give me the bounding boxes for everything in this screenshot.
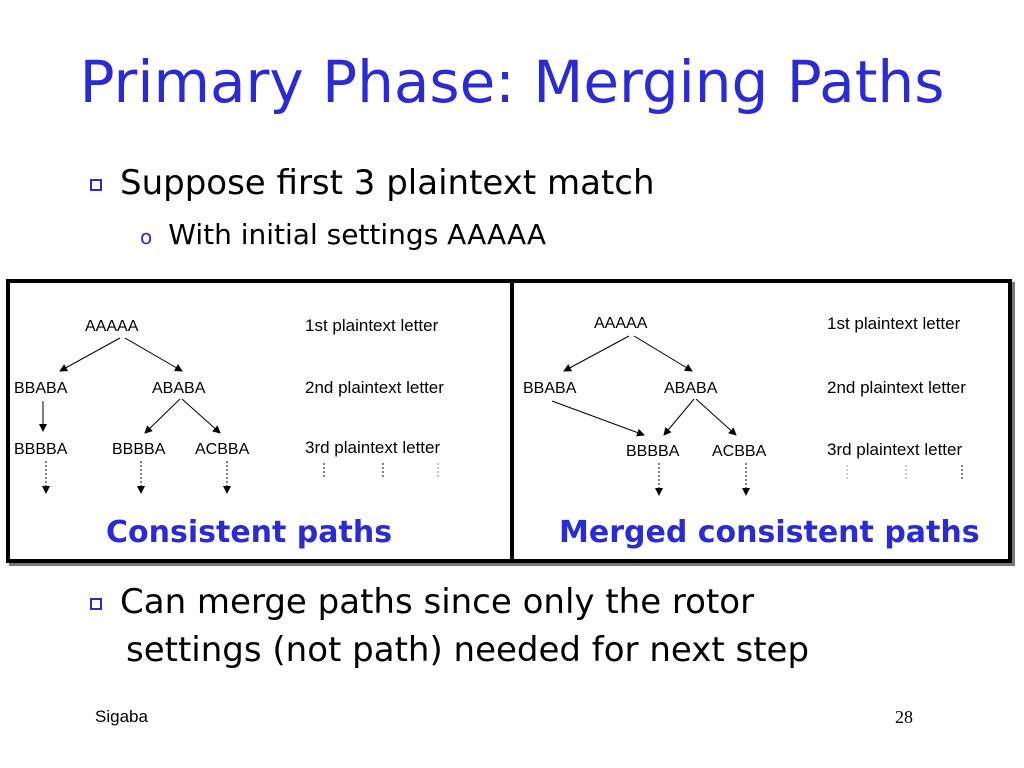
right-edge-root-ababa [633,335,693,372]
left-node-bbaba: BBABA [14,380,68,397]
footer-title: Sigaba [95,707,148,726]
right-plaintext-label-3: 3rd plaintext letter [827,440,962,459]
right-plaintext-label-2: 2nd plaintext letter [827,378,966,397]
diagram-left: AAAAA BBABA ABABA BBBBA BBBBA ACBBA 1st … [14,316,444,494]
right-edge-ababa-bbbba [663,398,695,436]
bullet-2-text-line2: settings (not path) needed for next step [126,630,810,670]
right-plaintext-label-1: 1st plaintext letter [827,314,961,333]
bullet-1-text: Suppose first 3 plaintext match [120,163,655,203]
left-root-node: AAAAA [85,318,139,335]
bullet-2: Can merge paths since only the rotor [90,582,754,622]
left-plaintext-label-2: 2nd plaintext letter [305,378,444,397]
right-edge-root-bbaba [563,335,630,372]
sub-bullet-1-text: With initial settings AAAAA [168,218,547,251]
diagram-frame: AAAAA BBABA ABABA BBBBA BBBBA ACBBA 1st … [6,279,1012,563]
left-node-ababa: ABABA [152,380,206,397]
slide-title: Primary Phase: Merging Paths [79,48,945,116]
right-root-node: AAAAA [594,315,648,332]
square-bullet-icon [90,179,102,191]
right-caption: Merged consistent paths [559,515,980,550]
right-node-acbba: ACBBA [712,443,767,460]
page-number: 28 [895,707,913,727]
right-node-bbbba: BBBBA [626,443,680,460]
left-edge-root-bbaba [59,337,121,372]
panel-divider [510,283,514,559]
bullet-1: Suppose first 3 plaintext match [90,163,655,203]
diagram-right: AAAAA BBABA ABABA BBBBA ACBBA 1st plaint… [523,314,966,496]
left-edge-ababa-acbba [181,398,221,434]
left-node-bbbba-1: BBBBA [14,441,68,458]
bullet-2-text: Can merge paths since only the rotor [120,582,755,622]
left-node-acbba: ACBBA [195,441,250,458]
circle-bullet-icon: o [140,224,153,249]
left-plaintext-label-3: 3rd plaintext letter [305,438,440,457]
square-bullet-icon [90,598,102,610]
left-edge-root-ababa [124,337,183,372]
left-edge-ababa-bbbba [144,398,181,434]
left-plaintext-label-1: 1st plaintext letter [305,316,439,335]
right-node-bbaba: BBABA [523,380,577,397]
left-node-bbbba-2: BBBBA [112,441,166,458]
bullet-2-continuation: settings (not path) needed for next step [126,630,809,670]
right-edge-bbaba-bbbba [551,400,645,437]
right-node-ababa: ABABA [664,380,718,397]
sub-bullet-1: o With initial settings AAAAA [140,218,546,251]
left-caption: Consistent paths [106,515,393,550]
right-edge-ababa-acbba [695,398,737,436]
